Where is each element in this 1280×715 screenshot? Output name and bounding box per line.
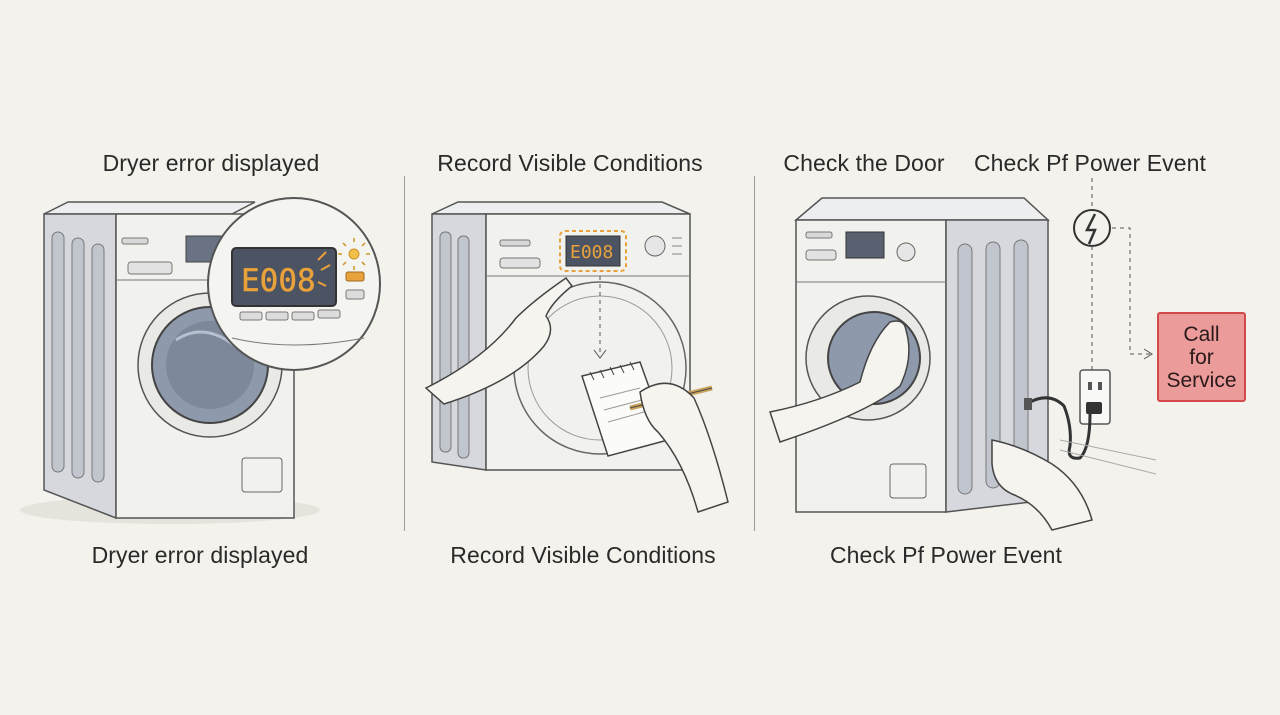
panel3-dryer bbox=[769, 178, 1157, 531]
panel1-dryer: E008 bbox=[20, 197, 381, 524]
call-for-service-box: Call for Service bbox=[1157, 312, 1246, 402]
sun-icon bbox=[338, 238, 370, 270]
panel2-dryer: E008 bbox=[424, 201, 729, 513]
lightning-icon bbox=[1073, 209, 1111, 247]
power-outlet-icon bbox=[1079, 369, 1111, 425]
panel-divider-2 bbox=[754, 176, 755, 531]
panel-divider-1 bbox=[404, 176, 405, 531]
panel3-top-label-door: Check the Door bbox=[783, 150, 945, 176]
service-line-1: Call bbox=[1183, 322, 1220, 346]
panel2-top-label: Record Visible Conditions bbox=[437, 150, 703, 176]
panel1-top-label: Dryer error displayed bbox=[102, 150, 320, 176]
service-line-3: Service bbox=[1166, 368, 1237, 392]
panel1-bottom-label: Dryer error displayed bbox=[91, 542, 309, 568]
panel3-top-label-power: Check Pf Power Event bbox=[973, 150, 1207, 176]
panel1-error-code: E008 bbox=[241, 263, 316, 299]
panel3-bottom-label: Check Pf Power Event bbox=[829, 542, 1063, 568]
panel2-error-code: E008 bbox=[570, 242, 613, 263]
panel2-bottom-label: Record Visible Conditions bbox=[450, 542, 716, 568]
service-line-2: for bbox=[1189, 345, 1214, 369]
